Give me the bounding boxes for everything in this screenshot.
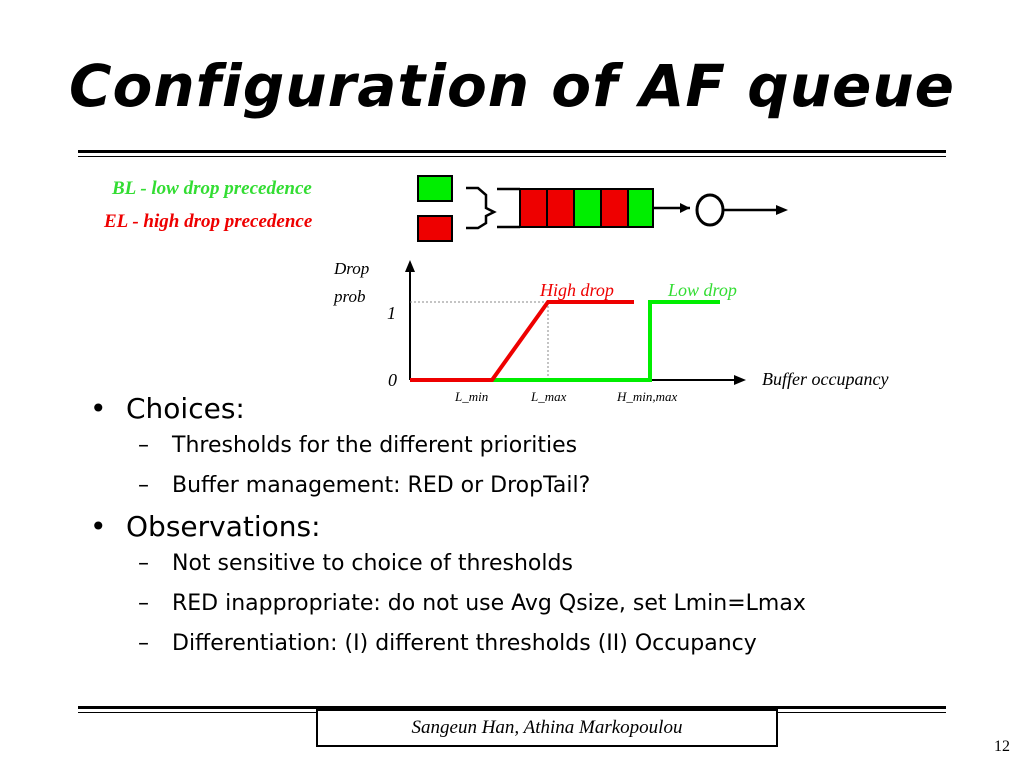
- y-axis-label-line1: Drop: [333, 259, 369, 278]
- drop-prob-chart: Drop prob 1 0 Buffer occupancy L_min L_m…: [333, 259, 888, 404]
- bullet-observations: • Observations: – Not sensitive to choic…: [86, 510, 806, 664]
- queue-cell: [627, 188, 654, 228]
- merge-brace: [466, 186, 497, 230]
- top-rule-thick: [78, 150, 946, 153]
- bullet-dot: •: [90, 510, 107, 543]
- bullet-text: Choices:: [126, 392, 245, 425]
- x-tick-lmax: L_max: [530, 389, 567, 404]
- low-drop-curve: [492, 300, 720, 382]
- queue-cell: [573, 188, 602, 228]
- arrow-head: [776, 205, 788, 215]
- sub-bullet: – Not sensitive to choice of thresholds: [126, 544, 806, 584]
- y-axis-label-line2: prob: [333, 287, 366, 306]
- legend-bl-label: BL - low drop precedence: [112, 178, 312, 199]
- y-tick-one: 1: [387, 303, 396, 323]
- x-tick-hminmax: H_min,max: [616, 389, 678, 404]
- dash-marker: –: [138, 551, 149, 576]
- x-axis-label: Buffer occupancy: [762, 369, 888, 389]
- bullet-text: Observations:: [126, 510, 321, 543]
- bullet-list: • Choices: – Thresholds for the differen…: [86, 392, 806, 664]
- dash-marker: –: [138, 433, 149, 458]
- legend-el-swatch: [417, 215, 453, 242]
- sub-list: – Not sensitive to choice of thresholds …: [126, 544, 806, 664]
- legend-el-label: EL - high drop precedence: [104, 211, 313, 232]
- top-rule-thin: [78, 156, 946, 157]
- slide-title: Configuration of AF queue: [68, 52, 956, 120]
- page-number: 12: [994, 738, 1010, 755]
- bottom-rule-thick: [78, 706, 946, 709]
- sub-bullet-text: Thresholds for the different priorities: [172, 433, 578, 458]
- sub-bullet-text: Differentiation: (I) different threshold…: [172, 631, 757, 656]
- x-tick-lmin: L_min: [454, 389, 488, 404]
- legend-bl-swatch: [417, 175, 453, 202]
- arrow-head: [680, 203, 690, 213]
- bullet-dot: •: [90, 392, 107, 425]
- dash-marker: –: [138, 631, 149, 656]
- bullet-choices: • Choices: – Thresholds for the differen…: [86, 392, 806, 506]
- queue-cell: [546, 188, 575, 228]
- sub-bullet: – Thresholds for the different prioritie…: [126, 426, 806, 466]
- sub-bullet: – Differentiation: (I) different thresho…: [126, 624, 806, 664]
- queue-cell: [600, 188, 629, 228]
- sub-bullet-text: Not sensitive to choice of thresholds: [172, 551, 573, 576]
- server-circle: [695, 193, 725, 227]
- y-axis-arrow: [405, 260, 415, 272]
- high-drop-label: High drop: [539, 280, 614, 300]
- sub-bullet-text: Buffer management: RED or DropTail?: [172, 473, 591, 498]
- sub-list: – Thresholds for the different prioritie…: [126, 426, 806, 506]
- sub-bullet: – RED inappropriate: do not use Avg Qsiz…: [126, 584, 806, 624]
- queue-cell: [519, 188, 548, 228]
- x-axis-arrow: [734, 375, 746, 385]
- high-drop-curve: [410, 300, 634, 382]
- sub-bullet-text: RED inappropriate: do not use Avg Qsize,…: [172, 591, 806, 616]
- footer-authors: Sangeun Han, Athina Markopoulou: [316, 709, 778, 747]
- y-tick-zero: 0: [388, 370, 397, 390]
- sub-bullet: – Buffer management: RED or DropTail?: [126, 466, 806, 506]
- queue-diagram: [466, 186, 788, 230]
- dash-marker: –: [138, 473, 149, 498]
- low-drop-label: Low drop: [667, 280, 737, 300]
- dash-marker: –: [138, 591, 149, 616]
